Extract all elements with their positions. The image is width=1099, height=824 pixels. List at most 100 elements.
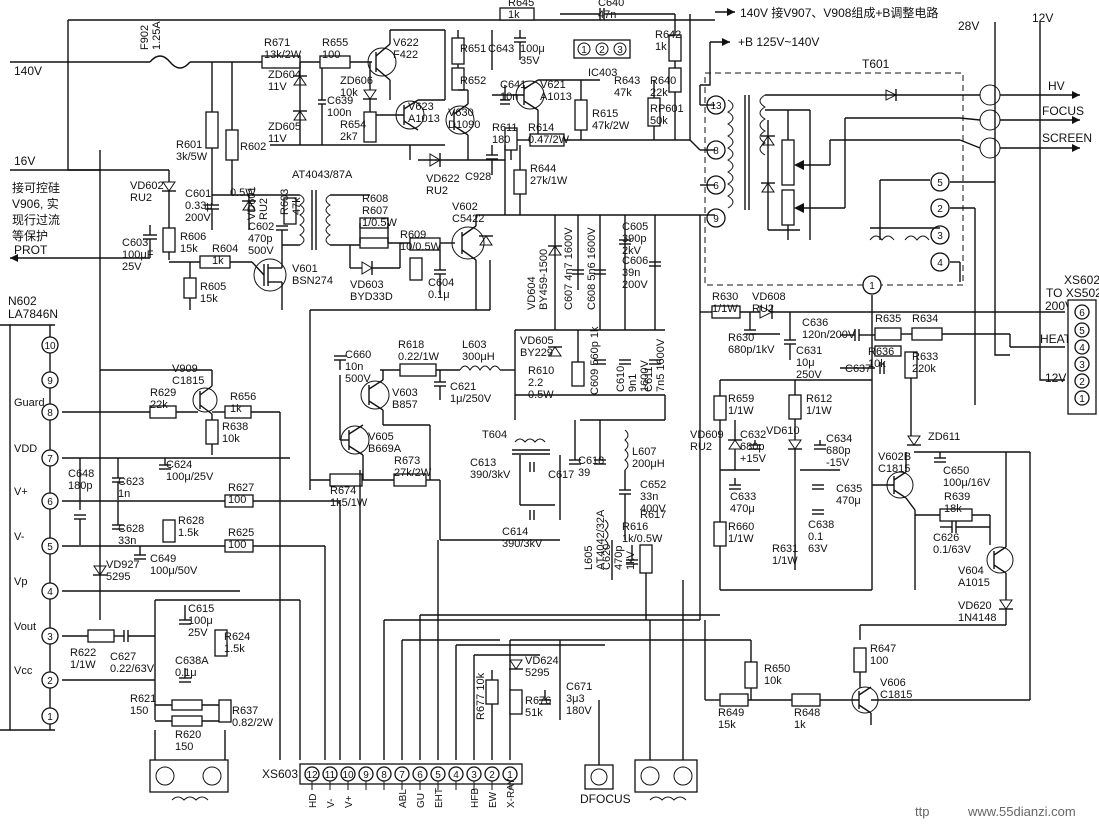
component-label-vd624: 5295 [525, 667, 549, 679]
xs602-pin [1074, 390, 1090, 406]
component-label-c639: C639 [327, 95, 353, 107]
component-label-r618: R618 [398, 339, 424, 351]
component-label-vd608: RU2 [752, 303, 774, 315]
ic-pin [41, 537, 59, 555]
component-label-c636: C636 [802, 317, 828, 329]
component-label-v606: C1815 [880, 689, 912, 701]
component-label-c632: 680p [740, 441, 764, 453]
component-label-v621: V621 [540, 79, 566, 91]
component-label-c648: C648 [68, 468, 94, 480]
component-label-r652: R652 [460, 75, 486, 87]
component-label-r631: 1/1W [772, 555, 798, 567]
component-label-c638: 63V [808, 543, 828, 555]
t601-pin [862, 275, 882, 295]
component-label-r638: R638 [222, 421, 248, 433]
component-label-zd604: ZD604 [268, 69, 301, 81]
ic-pin [41, 449, 59, 467]
component-label-vd603: VD603 [350, 279, 384, 291]
pm15v-supply [560, 379, 1031, 725]
b-plus-regulator: 1 2 3 [149, 7, 691, 215]
component-label-r635: R635 [875, 313, 901, 325]
component-label-r609: R609 [400, 229, 426, 241]
component-label-rp601: 50k [650, 115, 668, 127]
ic-name: N602 [8, 294, 37, 308]
component-label-c638: C638 [808, 519, 834, 531]
component-label-zd604: 11V [268, 81, 287, 93]
component-label-r629: R629 [150, 387, 176, 399]
focus-label: FOCUS [1042, 104, 1084, 118]
component-label-c615: C615 [188, 603, 214, 615]
ic-n602: N602 LA7846N 1098Guard7VDD6V+5V-4Vp3Vout… [0, 294, 59, 731]
ic-pin-number: 1 [47, 712, 53, 723]
ic-pin-number: 9 [47, 376, 53, 387]
component-label-v623: V623 [408, 101, 434, 113]
xs602-pin [1074, 322, 1090, 338]
component-label-c611: 7n5 1600V [655, 338, 667, 392]
component-label-r602: R602 [240, 141, 266, 153]
ic-pin-number: 8 [47, 408, 53, 419]
component-label-c621: C621 [450, 381, 476, 393]
xs603-pin-label: HFB [470, 788, 481, 808]
ic-pin-number: 2 [47, 676, 53, 687]
component-label-r634: R634 [912, 313, 938, 325]
component-label-c626: C626 [933, 532, 959, 544]
xs602-name: XS602 [1064, 273, 1099, 287]
component-label-c928: C928 [465, 171, 491, 183]
component-label-c624: C624 [166, 459, 192, 471]
component-label-r601: R601 [176, 139, 202, 151]
component-label-r639: 18k [944, 503, 962, 515]
component-label-c608: C608 5n6 1600V [586, 227, 598, 310]
component-label-v604: A1015 [958, 577, 990, 589]
t601-pin [930, 198, 950, 218]
component-label-r644: 27k/1W [530, 175, 568, 187]
component-label-vd602: RU2 [130, 192, 152, 204]
drive-section [99, 111, 700, 620]
component-label-r625: 100 [228, 539, 246, 551]
component-label-c635: C635 [836, 483, 862, 495]
component-label-r674: 1k5/1W [330, 497, 368, 509]
component-label-r606: 15k [180, 243, 198, 255]
ic-pin [41, 371, 59, 389]
component-label-r607: 1/0.5W [362, 217, 397, 229]
component-label-zd611: ZD611 [928, 431, 960, 443]
component-label-r648: R648 [794, 707, 820, 719]
t601-pin-number: 6 [713, 181, 719, 192]
component-label-c614: 390/3kV [502, 538, 543, 550]
component-label-c649: 100μ/50V [150, 565, 198, 577]
component-label-c641: 10n [500, 91, 518, 103]
watermark-prefix: ttp [915, 804, 929, 819]
component-label-c636: 120n/200V [802, 329, 856, 341]
protect-note-2: V906, 实 [12, 196, 59, 211]
component-label-r603: R603 [279, 189, 291, 215]
component-label-r607: R607 [362, 205, 388, 217]
t601-pin [930, 252, 950, 272]
xs602-12v-label: 12V [1045, 371, 1066, 385]
ic-pin-label: Vout [14, 621, 36, 633]
component-label-r630b: R630 [728, 332, 754, 344]
component-label-r627: 100 [228, 494, 246, 506]
component-label-r655: 100 [322, 49, 340, 61]
component-label-v601: V601 [292, 263, 318, 275]
component-label-r620: 150 [175, 741, 193, 753]
component-label-v604: V604 [958, 565, 984, 577]
svg-text:3: 3 [617, 45, 623, 56]
component-label-vd620: 1N4148 [958, 612, 997, 624]
svg-text:2: 2 [599, 45, 605, 56]
ic-network [62, 369, 341, 801]
component-label-c605: 390p [622, 233, 646, 245]
component-label-f902: 1.25A [151, 21, 163, 50]
ic-pin-number: 3 [47, 632, 53, 643]
component-label-c650: 100μ/16V [943, 477, 991, 489]
component-label-vd927: VD927 [106, 559, 140, 571]
component-label-r611: R611 [492, 122, 517, 134]
component-label-r659: R659 [728, 393, 754, 405]
component-label-c631: 10μ [796, 357, 815, 369]
t601-pin-number: 1 [869, 281, 875, 292]
component-label-c606: 200V [622, 279, 648, 291]
component-label-vd622: RU2 [426, 185, 448, 197]
component-label-v621: A1013 [540, 91, 572, 103]
component-label-r625: R625 [228, 527, 254, 539]
component-label-vd603: BYD33D [350, 291, 393, 303]
component-label-r637: R637 [232, 705, 258, 717]
